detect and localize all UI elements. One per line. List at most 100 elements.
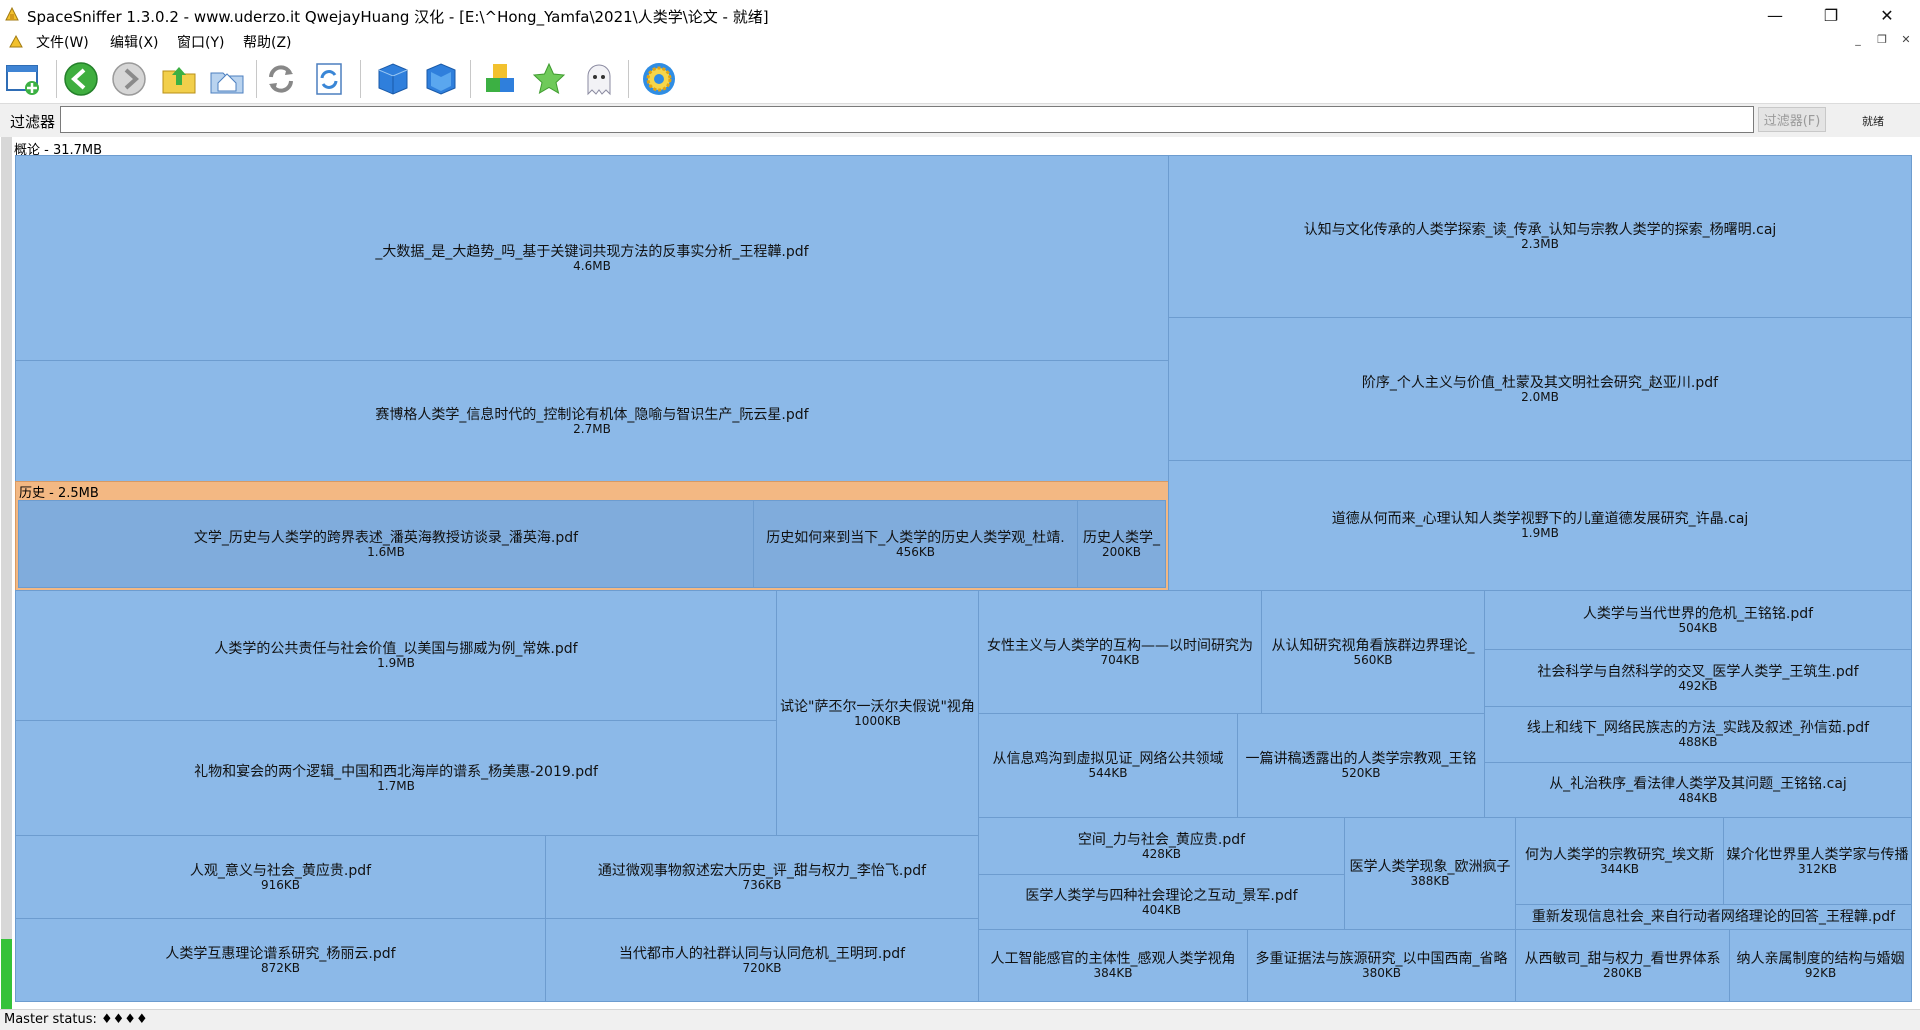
file-block[interactable]: 纳人亲属制度的结构与婚姻 92KB: [1729, 929, 1912, 1002]
tag-button[interactable]: [482, 60, 520, 98]
file-block[interactable]: 历史如何来到当下_人类学的历史人类学观_杜靖. 456KB: [753, 500, 1078, 588]
file-size: 344KB: [1599, 861, 1639, 876]
file-size: 544KB: [1088, 766, 1128, 780]
file-block[interactable]: 赛博格人类学_信息时代的_控制论有机体_隐喻与智识生产_阮云星.pdf 2.7M…: [15, 360, 1169, 482]
file-name: 社会科学与自然科学的交叉_医学人类学_王筑生.pdf: [1537, 663, 1859, 680]
menu-help[interactable]: 帮助(Z): [243, 35, 292, 51]
new-scan-icon: [6, 65, 39, 95]
back-button[interactable]: [62, 60, 100, 98]
file-block[interactable]: 媒介化世界里人类学家与传播 312KB: [1723, 817, 1912, 905]
file-name: 何为人类学的宗教研究_埃文斯: [1525, 846, 1714, 863]
file-size: 2.3MB: [1521, 237, 1559, 251]
file-name: 空间_力与社会_黄应贵.pdf: [1077, 831, 1246, 848]
file-block[interactable]: 从信息鸡沟到虚拟见证_网络公共领域 544KB: [978, 713, 1238, 818]
filter-button[interactable]: 过滤器(F): [1758, 107, 1826, 132]
file-name: 纳人亲属制度的结构与婚姻: [1736, 951, 1905, 967]
file-size: 520KB: [1341, 766, 1381, 780]
favorite-button[interactable]: [530, 60, 568, 98]
mdi-minimize-button[interactable]: _: [1855, 33, 1861, 46]
settings-button[interactable]: [640, 60, 678, 98]
file-name: 医学人类学现象_欧洲疯子: [1349, 859, 1511, 875]
filter-input[interactable]: [60, 106, 1754, 133]
refresh-view-icon: [316, 63, 342, 95]
file-block[interactable]: 线上和线下_网络民族志的方法_实践及叙述_孙信茹.pdf 488KB: [1484, 706, 1912, 763]
ghost-button[interactable]: [580, 60, 618, 98]
file-block[interactable]: 从_礼治秩序_看法律人类学及其问题_王铭铭.caj 484KB: [1484, 762, 1912, 818]
file-size: 1000KB: [854, 713, 901, 728]
zoom-out-button[interactable]: [422, 60, 460, 98]
file-block[interactable]: 医学人类学与四种社会理论之互动_景军.pdf 404KB: [978, 874, 1345, 930]
file-size: 428KB: [1141, 846, 1181, 861]
file-block[interactable]: 何为人类学的宗教研究_埃文斯 344KB: [1515, 817, 1724, 905]
mdi-close-button[interactable]: ✕: [1901, 33, 1911, 46]
file-size: 384KB: [1093, 966, 1133, 980]
forward-button[interactable]: [110, 60, 148, 98]
file-block[interactable]: 空间_力与社会_黄应贵.pdf 428KB: [978, 817, 1345, 875]
file-block[interactable]: _大数据_是_大趋势_吗_基于关键词共现方法的反事实分析_王程韡.pdf 4.6…: [15, 155, 1169, 361]
mdi-restore-button[interactable]: ❐: [1877, 33, 1887, 46]
file-block[interactable]: 从西敏司_甜与权力_看世界体系 280KB: [1515, 929, 1730, 1002]
master-status-text: Master status: ♦♦♦♦: [4, 1012, 148, 1027]
file-name: _大数据_是_大趋势_吗_基于关键词共现方法的反事实分析_王程韡.pdf: [375, 243, 809, 260]
zoom-in-button[interactable]: [374, 60, 412, 98]
file-name: 人类学互惠理论谱系研究_杨丽云.pdf: [165, 945, 396, 962]
root-folder-label: 概论 - 31.7MB: [14, 143, 103, 158]
menu-file[interactable]: 文件(W): [36, 35, 89, 51]
file-block[interactable]: 一篇讲稿透露出的人类学宗教观_王铭 520KB: [1237, 713, 1485, 818]
file-block[interactable]: 阶序_个人主义与价值_杜蒙及其文明社会研究_赵亚川.pdf 2.0MB: [1168, 317, 1912, 461]
home-folder-button[interactable]: [208, 60, 246, 98]
file-block[interactable]: 人工智能感官的主体性_感观人类学视角 384KB: [978, 929, 1248, 1002]
refresh-view-button[interactable]: [310, 60, 348, 98]
treemap-view[interactable]: 概论 - 31.7MB _大数据_是_大趋势_吗_基于关键词共现方法的反事实分析…: [0, 137, 1920, 1009]
file-block[interactable]: 通过微观事物叙述宏大历史_评_甜与权力_李怡飞.pdf 736KB: [545, 835, 979, 919]
file-block[interactable]: 礼物和宴会的两个逻辑_中国和西北海岸的谱系_杨美惠-2019.pdf 1.7MB: [15, 720, 777, 836]
file-name: 通过微观事物叙述宏大历史_评_甜与权力_李怡飞.pdf: [597, 862, 927, 879]
file-block[interactable]: 人观_意义与社会_黄应贵.pdf 916KB: [15, 835, 546, 919]
file-block[interactable]: 文学_历史与人类学的跨界表述_潘英海教授访谈录_潘英海.pdf 1.6MB: [18, 500, 754, 588]
minimize-button[interactable]: —: [1747, 0, 1803, 30]
file-block[interactable]: 从认知研究视角看族群边界理论_ 560KB: [1261, 590, 1485, 714]
menu-edit[interactable]: 编辑(X): [110, 35, 159, 51]
close-button[interactable]: ✕: [1859, 0, 1915, 30]
close-icon: ✕: [1880, 5, 1894, 25]
new-scan-button[interactable]: [4, 60, 42, 98]
file-block[interactable]: 女性主义与人类学的互构——以时间研究为 704KB: [978, 590, 1262, 714]
file-block[interactable]: 人类学互惠理论谱系研究_杨丽云.pdf 872KB: [15, 918, 546, 1002]
file-name: 医学人类学与四种社会理论之互动_景军.pdf: [1025, 887, 1298, 904]
file-block[interactable]: 道德从何而来_心理认知人类学视野下的儿童道德发展研究_许晶.caj 1.9MB: [1168, 460, 1912, 591]
parent-folder-button[interactable]: [160, 60, 198, 98]
file-name: 线上和线下_网络民族志的方法_实践及叙述_孙信茹.pdf: [1526, 720, 1870, 736]
file-size: 484KB: [1678, 790, 1718, 805]
menu-window[interactable]: 窗口(Y): [177, 35, 225, 51]
file-name: 媒介化世界里人类学家与传播: [1726, 846, 1909, 863]
restore-button[interactable]: ❐: [1803, 0, 1859, 30]
file-name: 试论"萨丕尔一沃尔夫假说"视角: [780, 698, 975, 715]
file-name: 从信息鸡沟到虚拟见证_网络公共领域: [992, 751, 1224, 767]
file-block[interactable]: 人类学的公共责任与社会价值_以美国与挪威为例_常姝.pdf 1.9MB: [15, 590, 777, 721]
file-block[interactable]: 重新发现信息社会_来自行动者网络理论的回答_王程韡.pdf: [1515, 904, 1912, 930]
file-size: 2.0MB: [1521, 389, 1559, 404]
file-block[interactable]: 人类学与当代世界的危机_王铭铭.pdf 504KB: [1484, 590, 1912, 650]
file-block[interactable]: 多重证据法与族源研究_以中国西南_省略 380KB: [1247, 929, 1516, 1002]
minimize-icon: —: [1767, 5, 1783, 25]
file-size: 560KB: [1353, 652, 1393, 667]
refresh-button[interactable]: [262, 60, 300, 98]
file-size: 1.6MB: [367, 544, 405, 559]
file-block[interactable]: 历史人类学_ 200KB: [1077, 500, 1166, 588]
file-block[interactable]: 社会科学与自然科学的交叉_医学人类学_王筑生.pdf 492KB: [1484, 649, 1912, 707]
toolbar-separator: [360, 60, 361, 98]
file-name: 礼物和宴会的两个逻辑_中国和西北海岸的谱系_杨美惠-2019.pdf: [194, 763, 598, 780]
tag-icon: [486, 64, 514, 92]
file-block[interactable]: 试论"萨丕尔一沃尔夫假说"视角 1000KB: [776, 590, 979, 836]
file-name: 从_礼治秩序_看法律人类学及其问题_王铭铭.caj: [1549, 775, 1847, 792]
file-block[interactable]: 认知与文化传承的人类学探索_读_传承_认知与宗教人类学的探索_杨曙明.caj 2…: [1168, 155, 1912, 318]
file-size: 404KB: [1141, 902, 1181, 917]
filter-bar: 过滤器 过滤器(F) 就绪: [0, 104, 1920, 136]
file-name: 认知与文化传承的人类学探索_读_传承_认知与宗教人类学的探索_杨曙明.caj: [1303, 222, 1777, 238]
title-bar: SpaceSniffer 1.3.0.2 - www.uderzo.it Qwe…: [0, 0, 1920, 30]
file-block[interactable]: 医学人类学现象_欧洲疯子 388KB: [1344, 817, 1516, 930]
forward-icon: [112, 62, 146, 96]
file-block[interactable]: 当代都市人的社群认同与认同危机_王明珂.pdf 720KB: [545, 918, 979, 1002]
window-title: SpaceSniffer 1.3.0.2 - www.uderzo.it Qwe…: [27, 8, 769, 26]
toolbar: [0, 52, 1920, 104]
